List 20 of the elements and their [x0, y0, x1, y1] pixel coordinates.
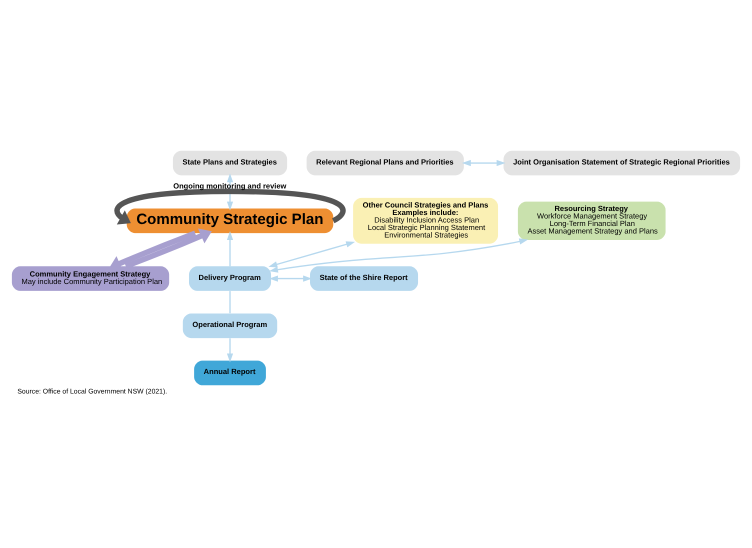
node-box: Joint Organisation Statement of Strategic Regional Priorities — [504, 150, 740, 175]
arrow — [226, 338, 234, 362]
node-box: State Plans and Strategies — [172, 150, 288, 175]
arrow — [226, 230, 234, 266]
node-box: Other Council Strategies and Plans Examples include: Disability Inclusion Access Plan Local Strategic Planning Statement Environmental Strategies — [353, 197, 498, 244]
node-box: Resourcing Strategy Workforce Management Strategy Long-Term Financial Plan Asset Management Strategy and Plans — [518, 201, 666, 240]
arrow — [269, 238, 528, 272]
edge-label: Ongoing monitoring and review — [173, 181, 286, 190]
node-box: Annual Report — [194, 360, 266, 385]
node-box: Delivery Program — [188, 266, 272, 290]
arrow — [268, 240, 356, 267]
node-box: Community Strategic Plan — [126, 208, 334, 233]
arrow — [124, 228, 212, 268]
node-box: State of the Shire Report — [310, 266, 418, 290]
connector — [229, 290, 231, 313]
arrow — [462, 159, 506, 166]
node-box: Community Engagement Strategy May include Community Participation Plan — [12, 266, 170, 290]
arrow — [269, 274, 312, 282]
node-box: Operational Program — [182, 312, 278, 338]
node-box: Relevant Regional Plans and Priorities — [306, 150, 464, 175]
